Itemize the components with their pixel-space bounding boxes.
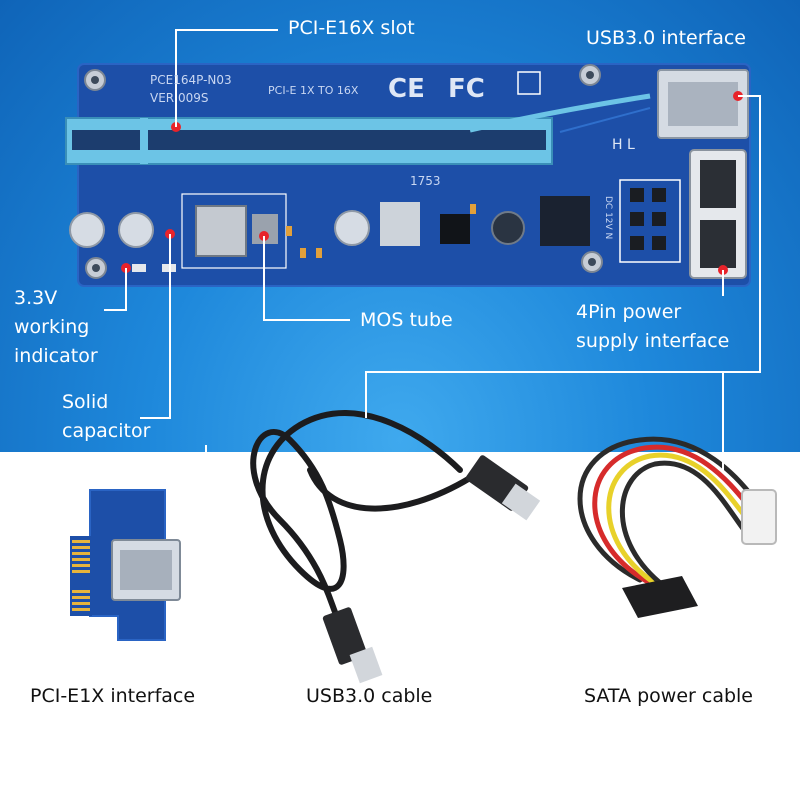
label-mos-tube: MOS tube <box>360 309 453 331</box>
label-usb30-interface: USB3.0 interface <box>586 27 746 49</box>
label-sata-power-cable: SATA power cable <box>584 685 753 707</box>
label-solid-capacitor: Solid capacitor <box>62 391 151 442</box>
callout-lines <box>104 29 761 567</box>
label-pcie16x-slot: PCI-E16X slot <box>288 17 415 39</box>
jumper-text: H L <box>612 137 635 153</box>
label-4pin-power: 4Pin power supply interface <box>576 301 730 352</box>
usb-plugs <box>322 455 541 684</box>
fc-mark: FC <box>448 74 485 104</box>
board-slot-text: PCI-E 1X TO 16X <box>268 84 359 97</box>
usb30-cable <box>250 410 473 615</box>
riser-board <box>65 63 751 287</box>
label-working-indicator: 3.3V working indicator <box>14 287 98 367</box>
ce-mark: CE <box>388 74 425 104</box>
pcie1x-adapter <box>70 489 181 641</box>
board-version-text: VER 009S <box>150 91 209 105</box>
board-model-text: PCE164P-N03 <box>150 73 232 87</box>
label-pcie1x-interface: PCI-E1X interface <box>30 685 196 707</box>
sata-power-cable <box>577 436 777 618</box>
label-usb30-cable: USB3.0 cable <box>306 685 433 707</box>
date-code-text: 1753 <box>410 174 441 188</box>
mos-tube <box>195 205 247 257</box>
solid-capacitors <box>69 210 370 248</box>
power-text: DC 12V N <box>603 196 613 240</box>
